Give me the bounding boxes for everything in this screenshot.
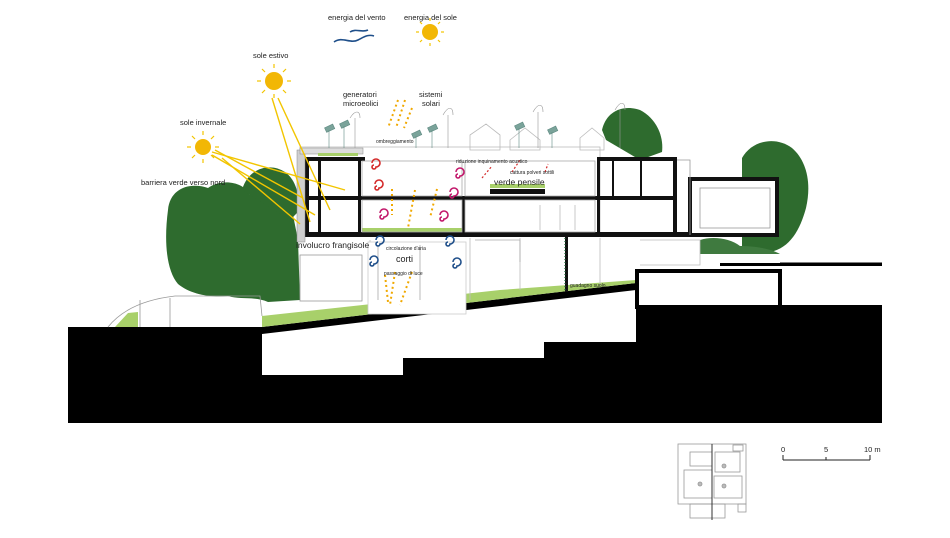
roof-green-left [318,153,358,156]
air-spirals [369,158,465,269]
wind-icon [333,29,375,43]
sun-ray-lines [211,97,346,225]
solar-panel [427,123,439,148]
air-circulation-label: circolazione d'aria [386,246,426,252]
left-wall-curve [107,295,263,328]
column-center [565,237,568,292]
slabs [305,157,777,292]
wind-turbine [349,102,626,148]
solar-panel [411,129,423,148]
air-spiral-icon [439,210,449,222]
solar-panel [547,125,559,148]
air-spiral-icon [374,179,384,191]
shading-label: ombreggiamento [376,139,414,145]
air-spiral-icon [455,167,465,179]
air-spiral-icon [379,208,389,220]
green-roof-strip [490,184,545,188]
wall-left-2 [318,157,321,237]
windbreak-label: involucro frangisole [296,240,370,250]
air-spiral-icon [371,158,381,170]
ground-mass [68,305,882,423]
scale-tick-10: 10 m [864,445,881,454]
dust-capture-label: cattura polveri sottili [510,170,554,176]
wall-right-b [673,157,677,237]
north-tree-left [166,182,300,302]
roof-slab-left [305,157,365,161]
terrain [68,262,882,423]
wall-right-d [640,160,642,196]
basement-cut-3 [546,309,632,340]
legend-wind-label: energia del vento [328,13,386,22]
solar-systems-label-2: solari [422,99,440,108]
summer-sun-icon [257,64,291,98]
wall-mid-2 [462,196,465,232]
right-basement [635,269,782,309]
solar-panel [514,121,526,148]
rooftop-tree [602,108,663,160]
light-passage-label: passaggio di luce [384,271,423,277]
air-spiral-icon [452,257,462,269]
slab-2-right [597,196,677,200]
building [296,123,779,315]
right-ground-line [720,263,882,266]
soil-drainage-label: guadagno suolo [570,283,606,289]
basement-cut [268,337,400,372]
slab-2-center [447,196,597,200]
noise-arrows [481,159,549,179]
north-barrier-label: barriera verde verso nord [141,178,225,187]
right-volume [688,177,779,237]
basement-cut-2 [406,320,540,356]
roof-slab-right [597,157,677,161]
sun-icon [416,18,444,46]
lawn-left [115,312,138,327]
solar-panel [339,119,351,148]
wind-generators-label-2: microeolici [343,99,379,108]
noise-reduction-label: riduzione inquinamento acustico [456,159,528,165]
legend-solar-label: energia del sole [404,13,457,22]
courtyards-label: corti [396,254,413,264]
air-spiral-icon [449,187,459,199]
light-arrows [384,99,438,306]
slab-1-left [305,232,677,237]
winter-sun-icon [187,131,219,163]
slab-2-left [305,196,447,200]
winter-sun-label: sole invernale [180,118,226,127]
wall-left [305,157,309,237]
air-spiral-icon [445,235,455,247]
wall-mid [358,157,361,237]
court-green [362,228,462,232]
scale-tick-5: 5 [824,445,828,454]
air-spiral-icon [369,255,379,267]
wall-right-c [612,160,614,196]
summer-sun-label: sole estivo [253,51,288,60]
left-low-structure [107,254,363,328]
scale-bar: 0 5 10 m [781,445,881,461]
green-roof-label: verde pensile [494,177,545,187]
scale-tick-0: 0 [781,445,785,454]
rooftop-equipment [324,102,626,148]
solar-systems-label-1: sistemi [419,90,443,99]
air-spiral-icon [375,235,385,247]
wall-right-a [597,157,600,237]
solar-panel [324,123,336,148]
lower-bush [700,238,780,254]
wind-generators-label-1: generatori [343,90,377,99]
key-plan [677,443,747,520]
green-roof-planter [490,189,545,194]
